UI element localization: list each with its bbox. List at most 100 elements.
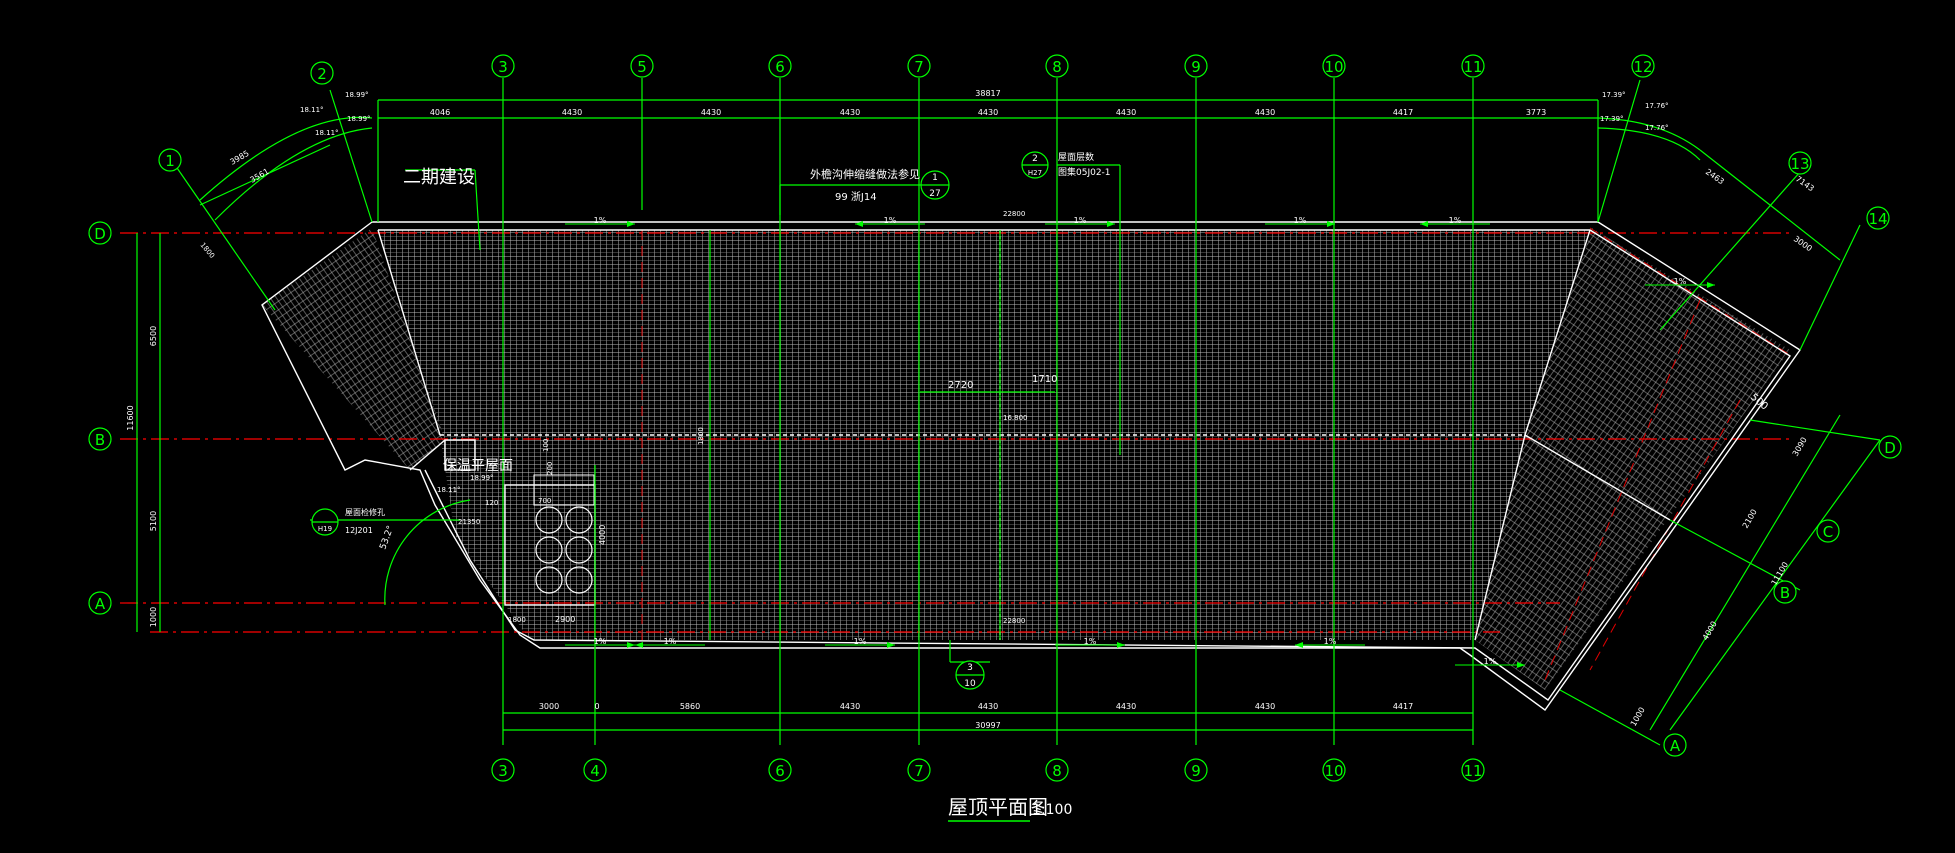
skylight-circle [535, 536, 563, 564]
axis-bottom-3[interactable]: 3 [491, 758, 515, 782]
axis-bottom-4-label: 4 [590, 762, 600, 780]
drawing-scale: 1:100 [1032, 802, 1072, 818]
axis-top-2[interactable]: 2 [310, 61, 334, 85]
axis-top-8[interactable]: 8 [1045, 54, 1069, 78]
axis-right-diag-14[interactable]: 14 [1866, 206, 1890, 230]
axis-top-10[interactable]: 10 [1322, 54, 1346, 78]
dim-top-1: 4430 [562, 108, 582, 117]
angle-1899-inset: 18.99° [470, 474, 494, 482]
dim-right-1: 2100 [1741, 508, 1759, 530]
dim-top-6: 4430 [1255, 108, 1275, 117]
axis-left-A-label: A [95, 595, 106, 613]
dim-bottom-2: 5860 [680, 702, 700, 711]
axis-right-D-label: D [1884, 439, 1896, 457]
dim-200: 200 [546, 462, 554, 475]
axis-bottom-8[interactable]: 8 [1045, 758, 1069, 782]
dim-bottom-7: 4417 [1393, 702, 1413, 711]
skylight-circle [535, 506, 563, 534]
phase2-label: 二期建设 [403, 167, 475, 188]
axis-bottom-10-label: 10 [1324, 762, 1343, 780]
slope-arrow: 1% [1055, 637, 1125, 648]
axis-bottom-3-label: 3 [498, 762, 508, 780]
roof-hole-label: 屋面检修孔 [345, 507, 385, 517]
dim-bottom-total: 30997 [975, 721, 1000, 730]
slope-label: 1% [594, 216, 607, 225]
slope-label: 1% [1674, 277, 1687, 286]
angle-1899-left-b: 18.99° [347, 115, 371, 123]
axis-bottom-10[interactable]: 10 [1322, 758, 1346, 782]
axis-bottom-7[interactable]: 7 [907, 758, 931, 782]
axis-top-8-label: 8 [1052, 58, 1062, 76]
roof-ref-num: 2 [1032, 154, 1038, 164]
slope-arrow: 1% [1045, 216, 1115, 227]
axis-left-diag-1[interactable]: 1 [158, 148, 182, 172]
gutter-note: 外檐沟伸缩缝做法参见 [810, 167, 920, 181]
dim-1800: 1800 [508, 616, 526, 624]
axis-top-5[interactable]: 5 [630, 54, 654, 78]
dim-bottom-1: 0 [594, 702, 599, 711]
dim-top-3: 4430 [840, 108, 860, 117]
slope-label: 1% [854, 637, 867, 646]
angle-1739-right-b: 17.39° [1600, 115, 1624, 123]
dim-120: 120 [485, 499, 498, 507]
axis-bottom-6[interactable]: 6 [768, 758, 792, 782]
axis-top-11-label: 11 [1463, 58, 1482, 76]
roof-hole-ref: 12J201 [345, 526, 373, 535]
dim-700: 700 [538, 497, 551, 505]
roof-ref-sheet: H27 [1028, 169, 1042, 177]
slope-arrow: 1% [1645, 277, 1715, 288]
axis-top-7[interactable]: 7 [907, 54, 931, 78]
dimension-lines [136, 78, 1881, 746]
slope-arrow: 1% [825, 637, 895, 648]
slope-label: 1% [1084, 637, 1097, 646]
axis-top-12[interactable]: 12 [1631, 54, 1655, 78]
dim-top-8: 3773 [1526, 108, 1546, 117]
skylight-circle [565, 506, 593, 534]
dim-3561: 3561 [249, 167, 271, 185]
axis-top-3[interactable]: 3 [491, 54, 515, 78]
dim-right-2: 4000 [1701, 620, 1719, 642]
axis-bottom-7-label: 7 [914, 762, 924, 780]
drawing-title: 屋顶平面图 [948, 795, 1048, 819]
slope-arrow: 1% [1420, 216, 1490, 227]
annotations: 二期建设 外檐沟伸缩缝做法参见 99 浙J14 屋面层数 图集05J02-1 保… [345, 151, 1111, 822]
dim-4000-box: 4000 [598, 525, 607, 545]
roof-ref-label: 屋面层数 [1058, 151, 1094, 163]
axis-right-diag-13[interactable]: 13 [1788, 151, 1812, 175]
axis-left-A[interactable]: A [88, 591, 112, 615]
axis-top-11[interactable]: 11 [1461, 54, 1485, 78]
axis-right-diag-13-label: 13 [1790, 155, 1809, 173]
axis-bottom-9[interactable]: 9 [1184, 758, 1208, 782]
dim-bottom-4: 4430 [978, 702, 998, 711]
skylight-circle [565, 536, 593, 564]
axis-top-6-label: 6 [775, 58, 785, 76]
insulated-roof-label: 保温平屋面 [443, 458, 513, 474]
axis-left-B[interactable]: B [88, 427, 112, 451]
slope-arrow: 1% [1265, 216, 1335, 227]
slope-arrow: 1% [635, 637, 705, 648]
dim-top-total: 38817 [975, 89, 1000, 98]
axis-top-5-label: 5 [637, 58, 647, 76]
axis-right-A[interactable]: A [1663, 733, 1687, 757]
axis-right-C[interactable]: C [1816, 519, 1840, 543]
slope-arrow: 1% [565, 637, 635, 648]
dim-21350: 21350 [458, 518, 480, 526]
axis-left-D[interactable]: D [88, 221, 112, 245]
roof-hole-detail: H19 [318, 525, 332, 533]
axis-top-6[interactable]: 6 [768, 54, 792, 78]
axis-bottom-4[interactable]: 4 [583, 758, 607, 782]
dim-1000-left-small: 1800 [198, 241, 216, 260]
axis-right-D[interactable]: D [1878, 435, 1902, 459]
gutter-detail-num: 1 [932, 173, 938, 183]
axis-bottom-11[interactable]: 11 [1461, 758, 1485, 782]
dim-1710: 1710 [1032, 374, 1057, 385]
slope-arrow: 1% [1455, 657, 1525, 668]
axis-top-9[interactable]: 9 [1184, 54, 1208, 78]
dim-22800-bottom: 22800 [1003, 617, 1025, 625]
axis-bottom-8-label: 8 [1052, 762, 1062, 780]
axis-top-2-label: 2 [317, 65, 327, 83]
dim-2463: 2463 [1704, 167, 1726, 186]
slope-label: 1% [1484, 657, 1497, 666]
axis-right-B[interactable]: B [1773, 580, 1797, 604]
